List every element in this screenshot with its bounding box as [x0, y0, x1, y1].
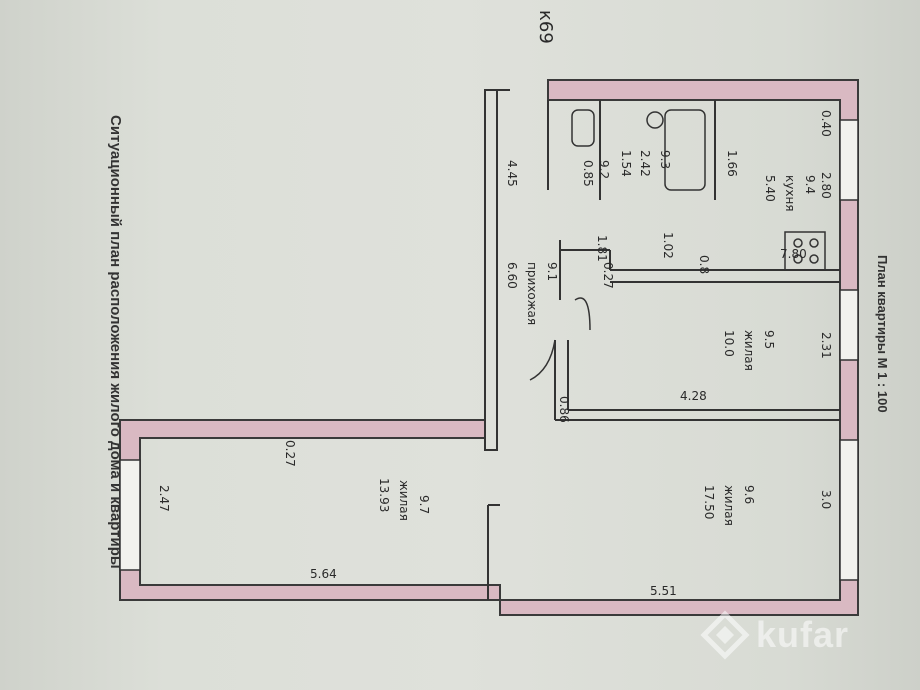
room-91-name: прихожая — [525, 262, 539, 325]
room-96-name: жилая — [722, 485, 736, 526]
room-92-area: 0.85 — [581, 160, 595, 187]
dim-30: 3.0 — [819, 490, 833, 509]
dim-027b: 0.27 — [283, 440, 297, 467]
room-96-id: 9.6 — [742, 485, 756, 504]
watermark-text: kufar — [756, 614, 850, 655]
door-swing-2 — [529, 339, 556, 381]
stove — [784, 231, 826, 271]
dim-445: 4.45 — [505, 160, 519, 187]
room-94-name: кухня — [783, 175, 797, 212]
dim-08: 0.8 — [697, 255, 711, 274]
plan-title: План квартиры М 1 : 100 — [875, 255, 890, 413]
fixtures — [529, 109, 826, 381]
room-94-area: 5.40 — [763, 175, 777, 202]
room-92-id: 9.2 — [597, 160, 611, 179]
window-room-96 — [839, 439, 859, 581]
room-95-area: 10.0 — [722, 330, 736, 357]
door-swing — [574, 297, 591, 331]
dim-181: 1.81 — [595, 235, 609, 262]
dim-027: 0.27 — [601, 262, 615, 289]
room-93-id: 9.3 — [658, 150, 672, 169]
room-91-area: 6.60 — [505, 262, 519, 289]
room-93-area: 2.42 — [638, 150, 652, 177]
handwritten-number: к69 — [535, 10, 556, 44]
room-95-id: 9.5 — [762, 330, 776, 349]
room-97-id: 9.7 — [417, 495, 431, 514]
dim-247: 2.47 — [157, 485, 171, 512]
dim-780: 7.80 — [780, 247, 807, 261]
room-91-id: 9.1 — [545, 262, 559, 281]
room-97-area: 13.93 — [377, 478, 391, 512]
dim-086: 0.86 — [557, 396, 571, 423]
window-kitchen — [839, 119, 859, 201]
room-95-name: жилая — [742, 330, 756, 371]
side-caption: Ситуационный план расположения жилого до… — [107, 115, 124, 569]
dim-280: 2.80 — [819, 172, 833, 199]
windows — [119, 119, 859, 581]
room-96-area: 17.50 — [702, 485, 716, 519]
room-97-name: жилая — [397, 480, 411, 521]
sink — [646, 111, 664, 129]
dim-231: 2.31 — [819, 332, 833, 359]
toilet — [571, 109, 595, 147]
watermark: kufar — [700, 605, 900, 665]
dim-040: 0.40 — [819, 110, 833, 137]
corridor-wall — [484, 89, 498, 451]
dim-564: 5.64 — [310, 567, 337, 581]
window-room-95 — [839, 289, 859, 361]
dim-102: 1.02 — [661, 232, 675, 259]
dim-428: 4.28 — [680, 389, 707, 403]
room-94-id: 9.4 — [803, 175, 817, 194]
window-room-97 — [119, 459, 141, 571]
bathtub — [664, 109, 706, 191]
dim-166: 1.66 — [725, 150, 739, 177]
dim-154: 1.54 — [619, 150, 633, 177]
dim-551: 5.51 — [650, 584, 677, 598]
kufar-logo-icon — [700, 610, 750, 660]
